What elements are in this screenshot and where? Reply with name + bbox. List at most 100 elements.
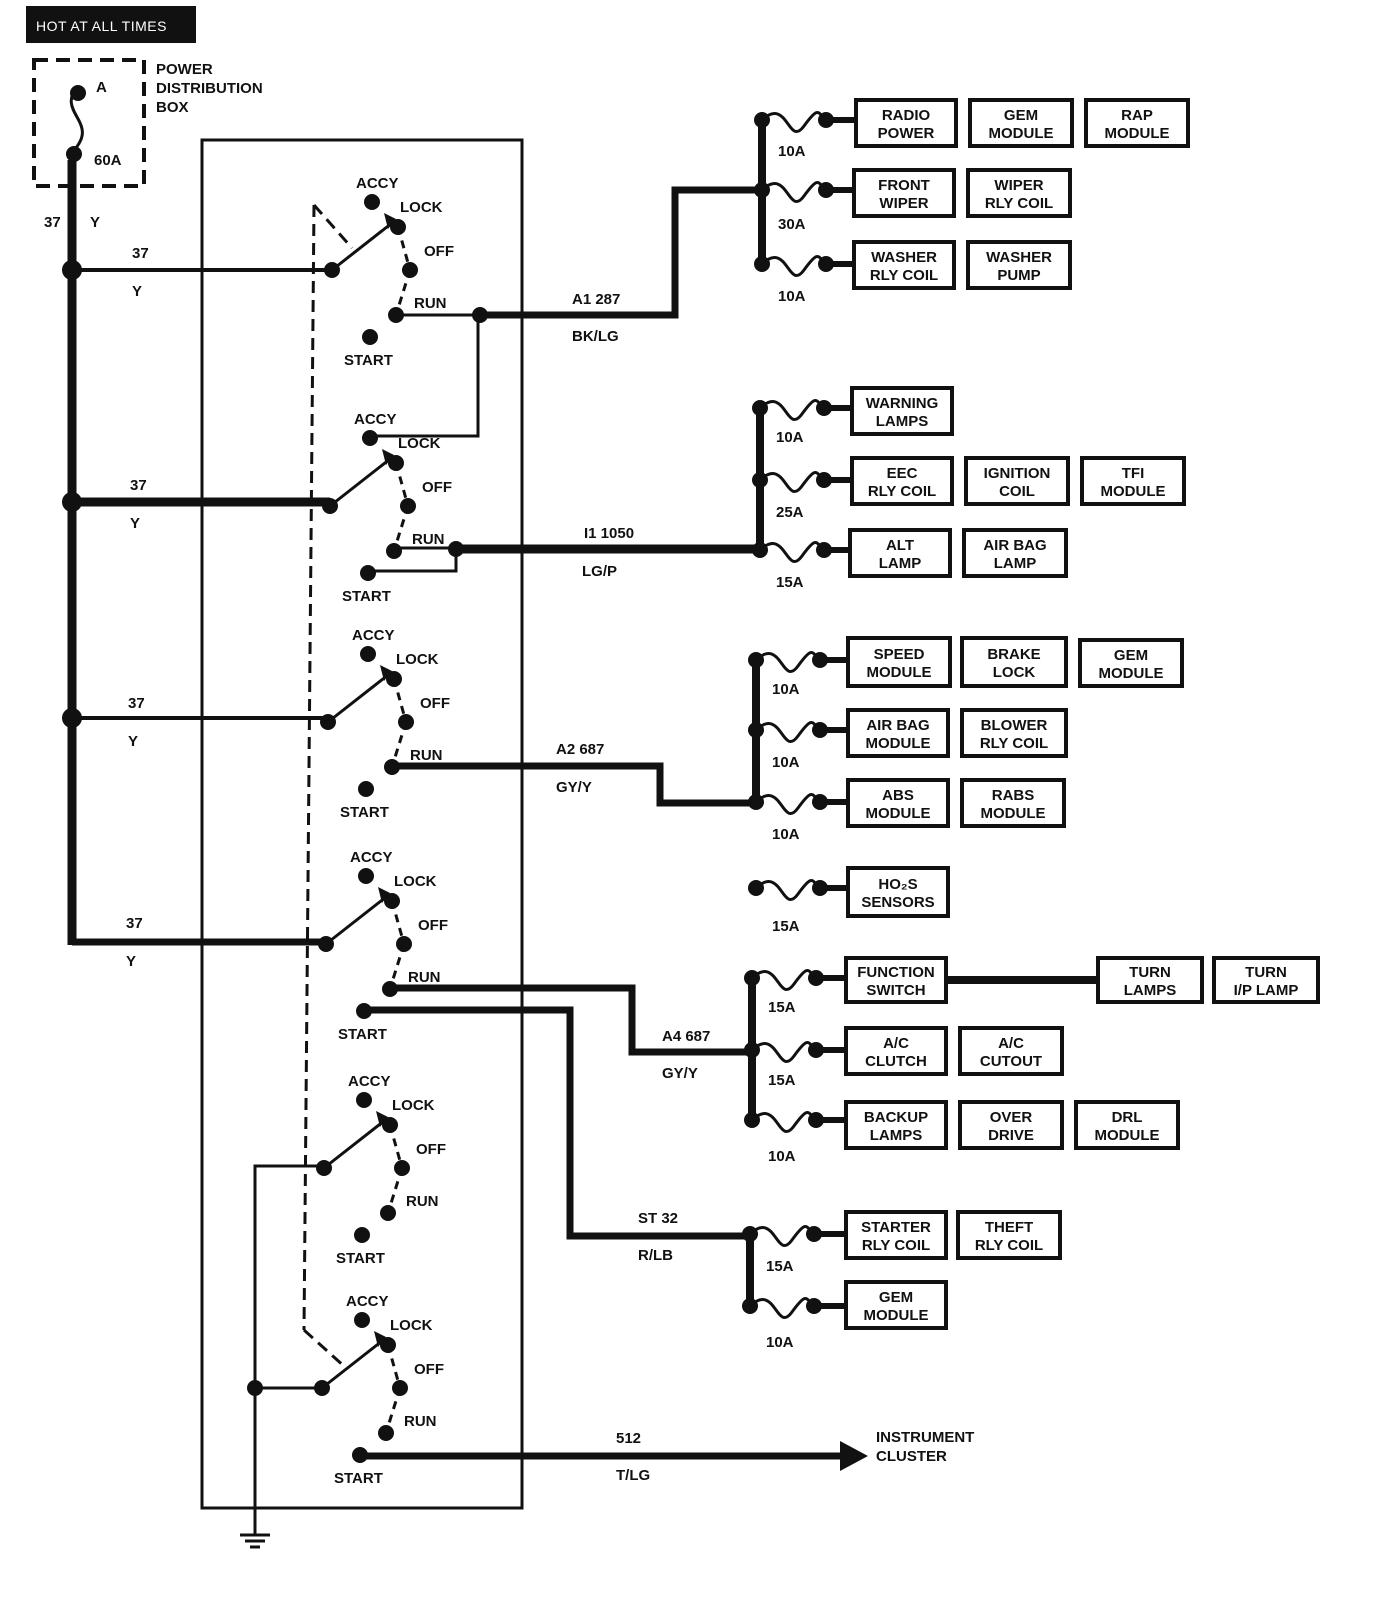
fuse-terminal: [744, 1112, 760, 1128]
wire-st-circuit: ST 32: [638, 1210, 678, 1227]
feed-splice-3: [62, 708, 82, 728]
feed-splice-1: [62, 260, 82, 280]
switch-blade: [327, 673, 389, 724]
contact-lock: [386, 671, 402, 687]
fuse: 15A: [752, 541, 854, 591]
contact-accy: [364, 194, 380, 210]
fuse: 15A: [748, 879, 850, 935]
fuse: 25A: [752, 471, 854, 521]
fuse: 15A: [744, 1041, 846, 1089]
component-frame: [958, 1100, 1064, 1150]
component-label-line-1: EEC: [887, 465, 918, 482]
label-off: OFF: [420, 695, 450, 712]
pdb-fuse-terminal-bottom: [66, 146, 82, 162]
contact-start: [358, 781, 374, 797]
fuse-terminal: [744, 970, 760, 986]
fuse-panel: 10A30A10A10A25A15A10A10A10A15A15A15A10A1…: [742, 111, 856, 1351]
component-label-line-1: THEFT: [985, 1219, 1033, 1236]
label-lock: LOCK: [396, 651, 439, 668]
contact-start: [360, 565, 376, 581]
pdb-fuse-id: A: [96, 79, 107, 96]
fuse-terminal: [752, 472, 768, 488]
component-label-line-2: LAMPS: [870, 1127, 923, 1144]
switch-blade: [329, 457, 391, 508]
component-frame: [966, 240, 1072, 290]
pdb-fuse-rating: 60A: [94, 152, 122, 169]
component-label-line-1: AIR BAG: [866, 717, 929, 734]
component-label-line-2: MODULE: [989, 125, 1054, 142]
label-start: START: [344, 352, 393, 369]
label-off: OFF: [418, 917, 448, 934]
component-label-line-1: GEM: [1004, 107, 1038, 124]
pdb-fuse-terminal-top: [70, 85, 86, 101]
component-label-line-1: ALT: [886, 537, 914, 554]
label-start: START: [334, 1470, 383, 1487]
label-accy: ACCY: [348, 1073, 391, 1090]
component-label-line-2: RLY COIL: [870, 267, 938, 284]
contact-accy: [356, 1092, 372, 1108]
pdb-label-line-1: POWER: [156, 61, 213, 78]
fuse-rating: 10A: [778, 143, 806, 160]
branch-1-circuit: 37: [132, 245, 149, 262]
component-label-line-2: MODULE: [1095, 1127, 1160, 1144]
fuse-element: [758, 541, 825, 564]
linkage-top: [312, 204, 354, 249]
fuse-element: [758, 399, 825, 422]
switch-blade: [323, 1119, 385, 1170]
contact-off: [392, 1380, 408, 1396]
label-accy: ACCY: [354, 411, 397, 428]
label-start: START: [338, 1026, 387, 1043]
component-label-line-2: MODULE: [866, 805, 931, 822]
fuse: 10A: [744, 1111, 846, 1165]
wire-512-color: T/LG: [616, 1467, 650, 1484]
fuse-rating: 25A: [776, 504, 804, 521]
contact-run: [378, 1425, 394, 1441]
component-frame: [960, 708, 1068, 758]
label-run: RUN: [404, 1413, 437, 1430]
component-label-line-2: MODULE: [1101, 483, 1166, 500]
component-label-line-1: WASHER: [871, 249, 937, 266]
component-frame: [850, 456, 954, 506]
component-label-line-1: OVER: [990, 1109, 1033, 1126]
fuse-element: [760, 181, 827, 204]
wire-a4-687: [388, 984, 750, 1056]
label-run: RUN: [410, 747, 443, 764]
branch-3-color: Y: [128, 733, 138, 750]
switch-pivot: [316, 1160, 332, 1176]
fuse-rating: 10A: [772, 681, 800, 698]
pdb-label-line-3: BOX: [156, 99, 189, 116]
fuse-terminal: [742, 1226, 758, 1242]
fuse-element: [754, 793, 821, 816]
fuse: 15A: [742, 1225, 844, 1275]
wire-a4-color: GY/Y: [662, 1065, 698, 1082]
fuse-terminal: [754, 256, 770, 272]
component-frame: [956, 1210, 1062, 1260]
component-frame: [844, 956, 948, 1004]
label-start: START: [342, 588, 391, 605]
feed-splice-2: [62, 492, 82, 512]
switch-wafers: ACCYLOCKOFFRUNSTARTACCYLOCKOFFRUNSTARTAC…: [314, 175, 454, 1487]
wire-i1-circuit: I1 1050: [584, 525, 634, 542]
linkage-vertical: [302, 204, 316, 1331]
label-off: OFF: [424, 243, 454, 260]
ignition-switch-box: [200, 138, 524, 1510]
component-label-line-2: SENSORS: [861, 894, 934, 911]
component-label-line-1: TURN: [1245, 964, 1287, 981]
component-label-line-1: BRAKE: [987, 646, 1040, 663]
